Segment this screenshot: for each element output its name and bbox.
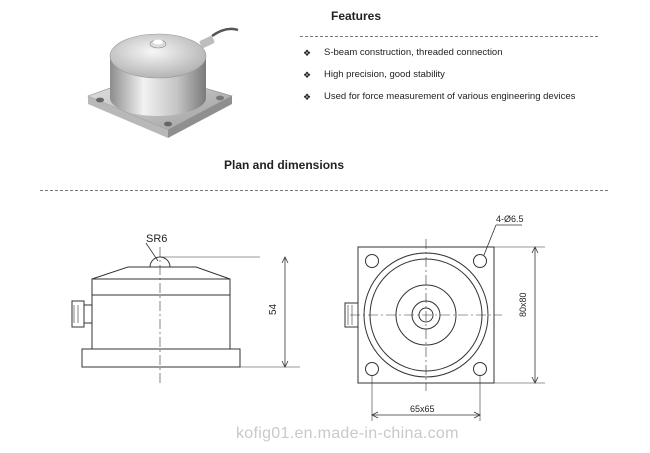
feature-item: ❖ High precision, good stability xyxy=(300,64,590,86)
height-label: 54 xyxy=(268,303,279,315)
feature-item: ❖ Used for force measurement of various … xyxy=(300,86,590,108)
diamond-cluster-icon: ❖ xyxy=(303,70,312,80)
plan-divider xyxy=(40,190,608,191)
features-divider xyxy=(300,36,598,37)
features-title: Features xyxy=(331,9,382,23)
plan-view xyxy=(344,224,545,421)
diamond-cluster-icon: ❖ xyxy=(303,48,312,58)
outer-size-label: 80x80 xyxy=(518,292,528,317)
feature-text: Used for force measurement of various en… xyxy=(324,91,576,102)
sr-label: SR6 xyxy=(146,233,167,245)
plan-title: Plan and dimensions xyxy=(224,158,345,172)
holes-label: 4-Ø6.5 xyxy=(496,214,524,224)
feature-text: High precision, good stability xyxy=(324,69,445,80)
product-photo xyxy=(87,27,239,138)
feature-item: ❖ S-beam construction, threaded connecti… xyxy=(300,42,590,64)
technical-drawing: SR6 54 4-Ø6.5 80x80 65x65 xyxy=(71,214,545,421)
watermark: kofig01.en.made-in-china.com xyxy=(236,425,459,442)
features-list: ❖ S-beam construction, threaded connecti… xyxy=(300,42,590,108)
hole-pitch-label: 65x65 xyxy=(410,404,435,414)
feature-text: S-beam construction, threaded connection xyxy=(324,47,503,58)
diamond-cluster-icon: ❖ xyxy=(303,92,312,102)
side-view xyxy=(71,242,300,385)
